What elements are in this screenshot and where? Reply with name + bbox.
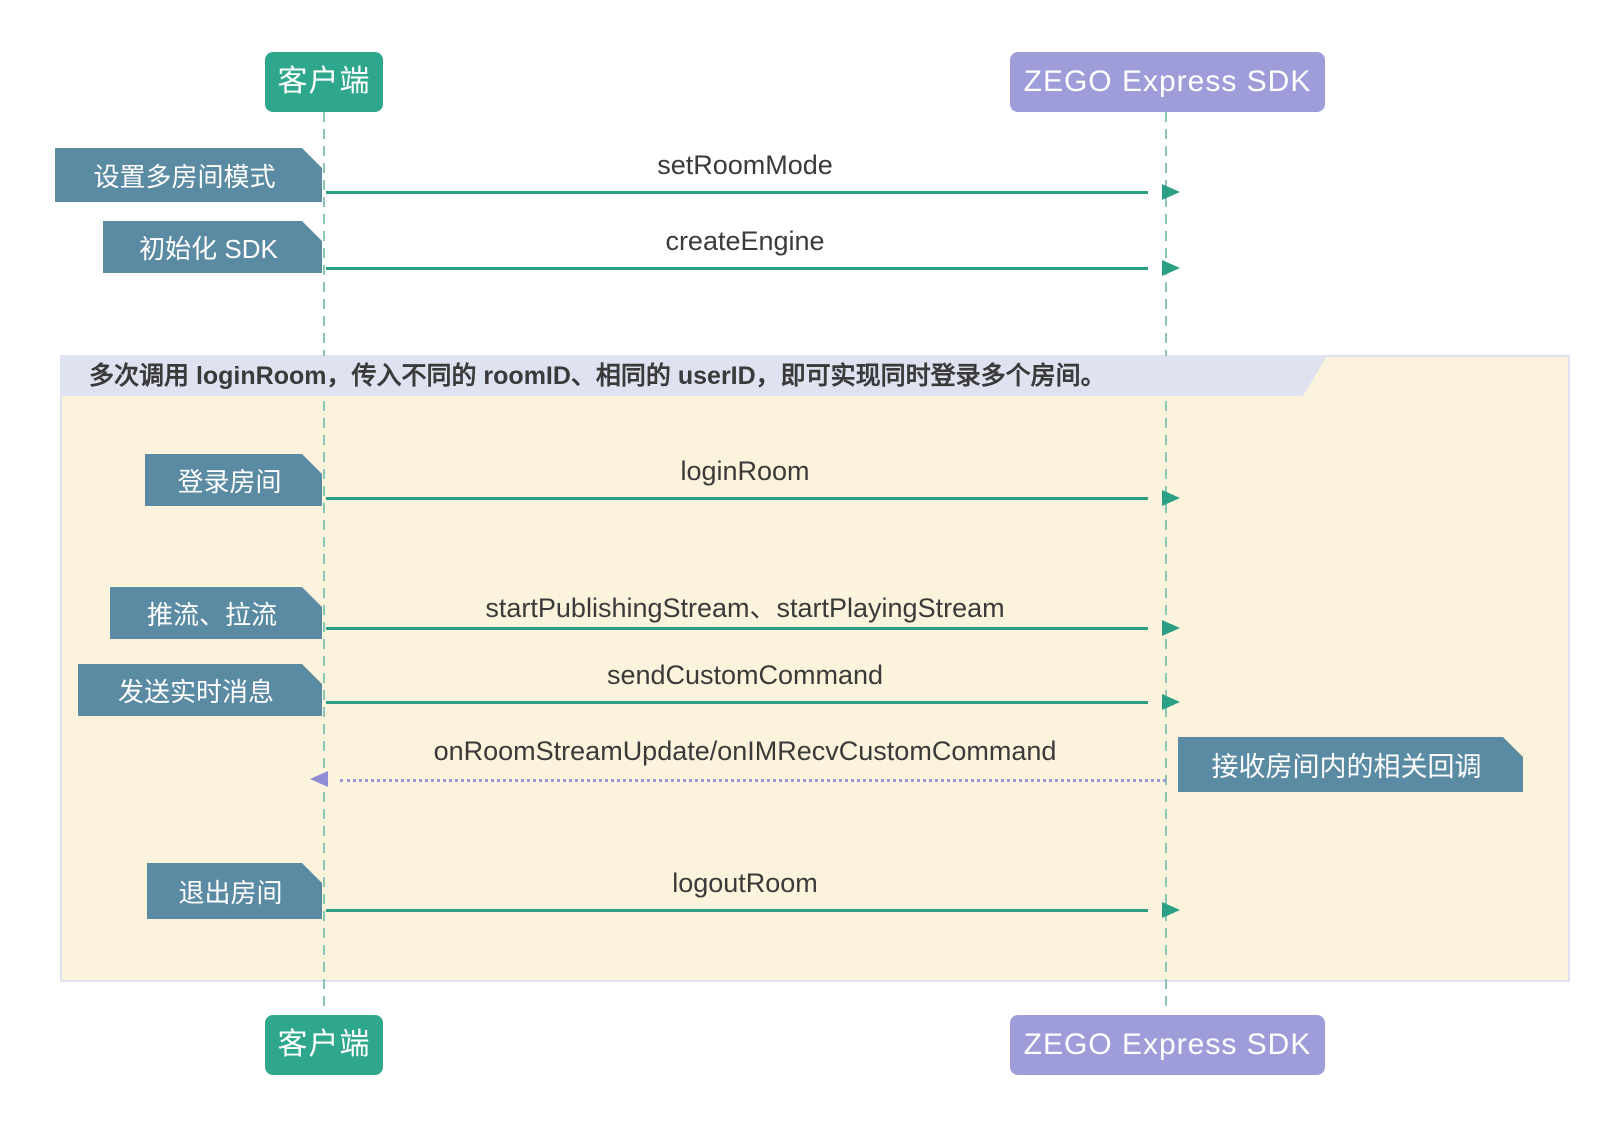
sdk-lifeline xyxy=(1165,112,1167,1013)
message-set-room-mode: setRoomMode xyxy=(657,150,833,180)
note-send-message: 发送实时消息 xyxy=(78,664,322,716)
message-login-room: loginRoom xyxy=(680,456,810,486)
participant-client-bottom: 客户端 xyxy=(265,1015,383,1075)
arrow-line xyxy=(326,191,1148,194)
client-lifeline xyxy=(323,112,325,1013)
message-logout-room: logoutRoom xyxy=(672,868,818,898)
loop-title-note: 多次调用 loginRoom，传入不同的 roomID、相同的 userID，即… xyxy=(61,356,1327,396)
participant-sdk-bottom: ZEGO Express SDK xyxy=(1010,1015,1325,1075)
arrowhead-left-icon xyxy=(310,771,328,787)
arrowhead-right-icon xyxy=(1162,490,1180,506)
note-receive-callbacks: 接收房间内的相关回调 xyxy=(1178,737,1523,792)
message-publish-play: startPublishingStream、startPlayingStream xyxy=(485,593,1005,623)
message-create-engine: createEngine xyxy=(665,226,825,256)
note-publish-play: 推流、拉流 xyxy=(110,587,322,639)
arrow-dotted-line xyxy=(340,779,1166,782)
arrowhead-right-icon xyxy=(1162,184,1180,200)
arrow-line xyxy=(326,909,1148,912)
note-login-room: 登录房间 xyxy=(145,454,322,506)
arrowhead-right-icon xyxy=(1162,902,1180,918)
participant-client-top: 客户端 xyxy=(265,52,383,112)
message-send-custom-command: sendCustomCommand xyxy=(606,660,884,690)
participant-sdk-top: ZEGO Express SDK xyxy=(1010,52,1325,112)
note-init-sdk: 初始化 SDK xyxy=(103,221,322,273)
arrow-line xyxy=(326,267,1148,270)
arrowhead-right-icon xyxy=(1162,694,1180,710)
message-callback: onRoomStreamUpdate/onIMRecvCustomCommand xyxy=(433,736,1057,766)
arrowhead-right-icon xyxy=(1162,260,1180,276)
arrowhead-right-icon xyxy=(1162,620,1180,636)
arrow-line xyxy=(326,497,1148,500)
note-logout-room: 退出房间 xyxy=(147,863,322,919)
note-set-room-mode: 设置多房间模式 xyxy=(55,148,322,202)
arrow-line xyxy=(326,627,1148,630)
arrow-line xyxy=(326,701,1148,704)
